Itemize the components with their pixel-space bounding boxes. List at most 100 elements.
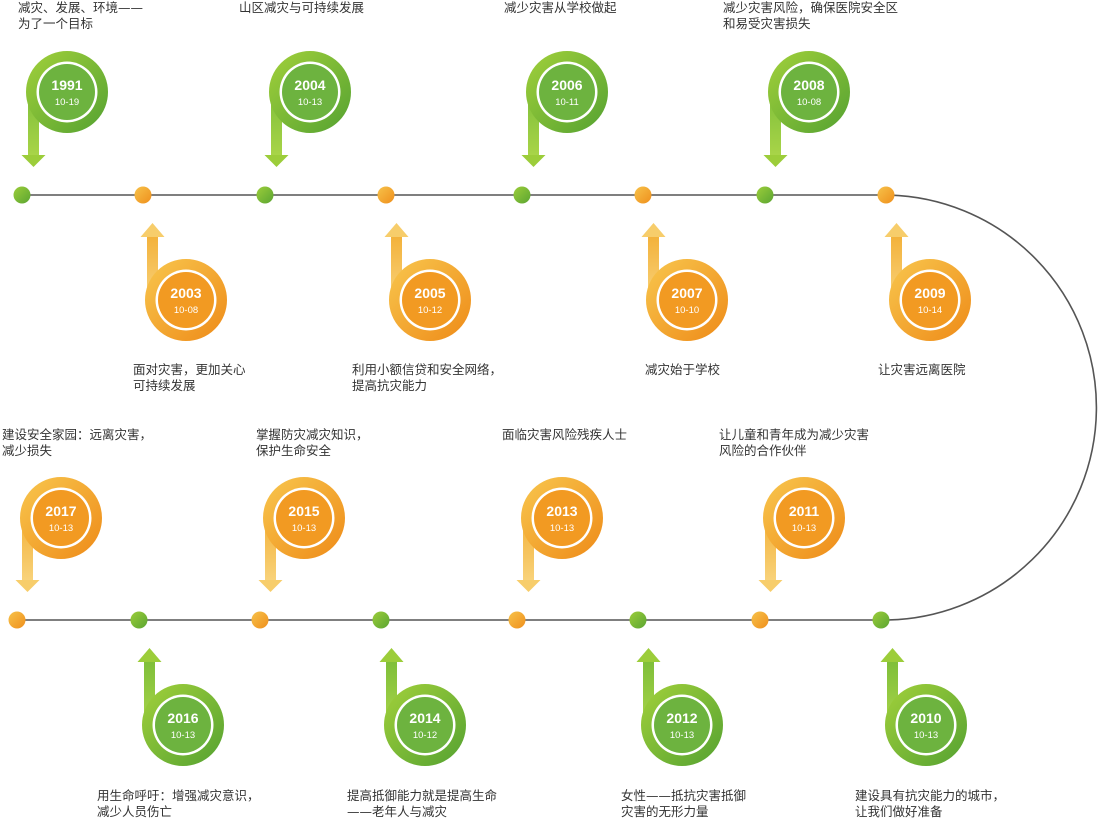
milestone-ring (20, 477, 102, 559)
milestone-year: 2014 (409, 710, 440, 726)
milestone-date: 10-08 (797, 97, 821, 108)
milestone-ring (763, 477, 845, 559)
milestone-year: 2017 (45, 503, 76, 519)
milestone-caption-2012: 女性——抵抗灾害抵御灾害的无形力量 (621, 788, 746, 820)
milestone-date: 10-13 (670, 730, 694, 741)
timeline-dot-2008 (756, 186, 774, 204)
caption-line: 面对灾害，更加关心 (133, 362, 246, 377)
milestone-year: 2004 (294, 77, 325, 93)
milestone-ring (142, 684, 224, 766)
milestone-badge (33, 490, 89, 546)
milestone-caption-2014: 提高抵御能力就是提高生命——老年人与减灾 (347, 788, 497, 820)
milestone-stem (648, 237, 659, 300)
milestone-date: 10-13 (292, 523, 316, 534)
milestone-year: 2016 (167, 710, 198, 726)
milestone-date: 10-11 (555, 97, 579, 108)
timeline-dots (8, 186, 895, 629)
caption-line: 减少灾害从学校做起 (504, 0, 617, 15)
milestone-stem (643, 662, 654, 725)
caption-line: 让灾害远离医院 (878, 362, 966, 377)
milestone-badge (276, 490, 332, 546)
milestone-2014: 2014 10-12 (379, 648, 466, 766)
timeline-markers: 1991 10-19 2003 10-08 2004 10-13 2005 10-12 2006… (15, 51, 971, 766)
milestone-badge (654, 697, 710, 753)
milestone-year: 2013 (546, 503, 577, 519)
caption-line: 减灾、发展、环境—— (18, 0, 144, 15)
milestone-year: 2011 (789, 503, 820, 519)
milestone-badge (282, 64, 338, 120)
milestone-ring (768, 51, 850, 133)
milestone-caption-2017: 建设安全家园：远离灾害，减少损失 (2, 427, 152, 459)
arrow-icon (763, 155, 788, 167)
milestone-stem (265, 518, 276, 580)
milestone-date: 10-13 (49, 523, 73, 534)
timeline-dot-2007 (634, 186, 652, 204)
caption-line: 提高抵御能力就是提高生命 (347, 788, 498, 803)
timeline-lines (17, 194, 1098, 621)
timeline-dot-2003 (134, 186, 152, 204)
milestone-year: 1991 (51, 77, 82, 93)
caption-line: 山区减灾与可持续发展 (239, 0, 365, 15)
milestone-badge (776, 490, 832, 546)
milestone-ring (646, 259, 728, 341)
milestone-ring (389, 259, 471, 341)
milestone-date: 10-12 (413, 730, 437, 741)
milestone-2011: 2011 10-13 (758, 477, 845, 592)
arrow-icon (264, 155, 289, 167)
milestone-caption-2011: 让儿童和青年成为减少灾害风险的合作伙伴 (719, 427, 869, 459)
milestone-stem (891, 237, 902, 300)
caption-line: 保护生命安全 (256, 443, 332, 458)
milestone-year: 2010 (910, 710, 941, 726)
milestone-badge (539, 64, 595, 120)
milestone-badge (902, 272, 958, 328)
caption-line: 可持续发展 (133, 378, 196, 393)
arrow-icon (258, 580, 283, 592)
milestone-date: 10-13 (171, 730, 195, 741)
milestone-stem (770, 92, 781, 155)
milestone-date: 10-10 (675, 305, 699, 316)
milestone-1991: 1991 10-19 (21, 51, 108, 167)
milestone-2017: 2017 10-13 (15, 477, 102, 592)
timeline-dot-2017 (8, 611, 26, 629)
milestone-caption-2008: 减少灾害风险，确保医院安全区和易受灾害损失 (723, 0, 898, 32)
milestone-stem (391, 237, 402, 300)
milestone-date: 10-13 (792, 523, 816, 534)
milestone-stem (386, 662, 397, 725)
arrow-icon (636, 648, 661, 662)
arrow-icon (140, 223, 165, 237)
milestone-date: 10-19 (55, 97, 79, 108)
milestone-caption-2009: 让灾害远离医院 (878, 362, 966, 378)
arrow-icon (884, 223, 909, 237)
milestone-caption-2007: 减灾始于学校 (645, 362, 720, 378)
milestone-ring (26, 51, 108, 133)
milestone-ring (526, 51, 608, 133)
milestone-caption-2005: 利用小额信贷和安全网络，提高抗灾能力 (352, 362, 502, 394)
milestone-badge (397, 697, 453, 753)
caption-line: 让我们做好准备 (855, 804, 943, 819)
arrow-icon (758, 580, 783, 592)
arrow-icon (379, 648, 404, 662)
milestone-ring (641, 684, 723, 766)
milestone-caption-2016: 用生命呼吁：增强减灾意识，减少人员伤亡 (97, 788, 260, 820)
caption-line: 减少灾害风险，确保医院安全区 (723, 0, 899, 15)
milestone-badge (155, 697, 211, 753)
arrow-icon (21, 155, 46, 167)
milestone-2016: 2016 10-13 (137, 648, 224, 766)
milestone-year: 2003 (170, 285, 201, 301)
arrow-icon (880, 648, 905, 662)
arrow-icon (641, 223, 666, 237)
caption-line: 风险的合作伙伴 (719, 443, 807, 458)
milestone-year: 2009 (914, 285, 945, 301)
milestone-year: 2005 (414, 285, 445, 301)
milestone-date: 10-08 (174, 305, 198, 316)
caption-line: 用生命呼吁：增强减灾意识， (97, 788, 260, 803)
milestone-stem (28, 92, 39, 155)
milestone-stem (22, 518, 33, 580)
caption-line: 提高抗灾能力 (352, 378, 428, 393)
caption-line: 面临灾害风险残疾人士 (502, 427, 628, 442)
caption-line: 让儿童和青年成为减少灾害 (719, 427, 870, 442)
